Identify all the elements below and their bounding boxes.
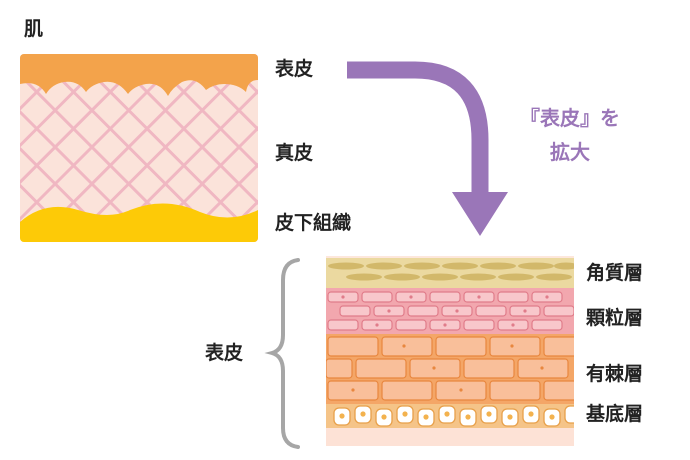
label-epidermis: 表皮	[275, 58, 314, 80]
dermis-below	[326, 428, 574, 446]
label-spinous: 有棘層	[586, 363, 644, 385]
skin-cross-section	[20, 54, 258, 242]
zoom-note-line1: 『表皮』を	[520, 106, 620, 130]
epidermis-bracket	[264, 258, 300, 449]
corneum-layer	[326, 258, 574, 288]
zoom-note-line2: 拡大	[550, 140, 590, 164]
corneum-cells	[328, 262, 574, 281]
label-basal: 基底層	[586, 403, 644, 425]
spinous-cells	[326, 336, 574, 401]
label-dermis: 真皮	[275, 142, 314, 164]
label-granular: 顆粒層	[586, 307, 644, 329]
granular-cells	[327, 291, 574, 331]
label-subcutaneous: 皮下組織	[275, 212, 352, 234]
epidermis-enlarged	[326, 256, 574, 446]
label-epidermis-group: 表皮	[205, 342, 244, 364]
zoom-arrow	[347, 61, 508, 236]
epidermis-layer	[20, 54, 258, 96]
label-corneum: 角質層	[586, 262, 644, 284]
subcutaneous-fat-layer	[20, 203, 258, 242]
skin-title: 肌	[24, 18, 44, 40]
